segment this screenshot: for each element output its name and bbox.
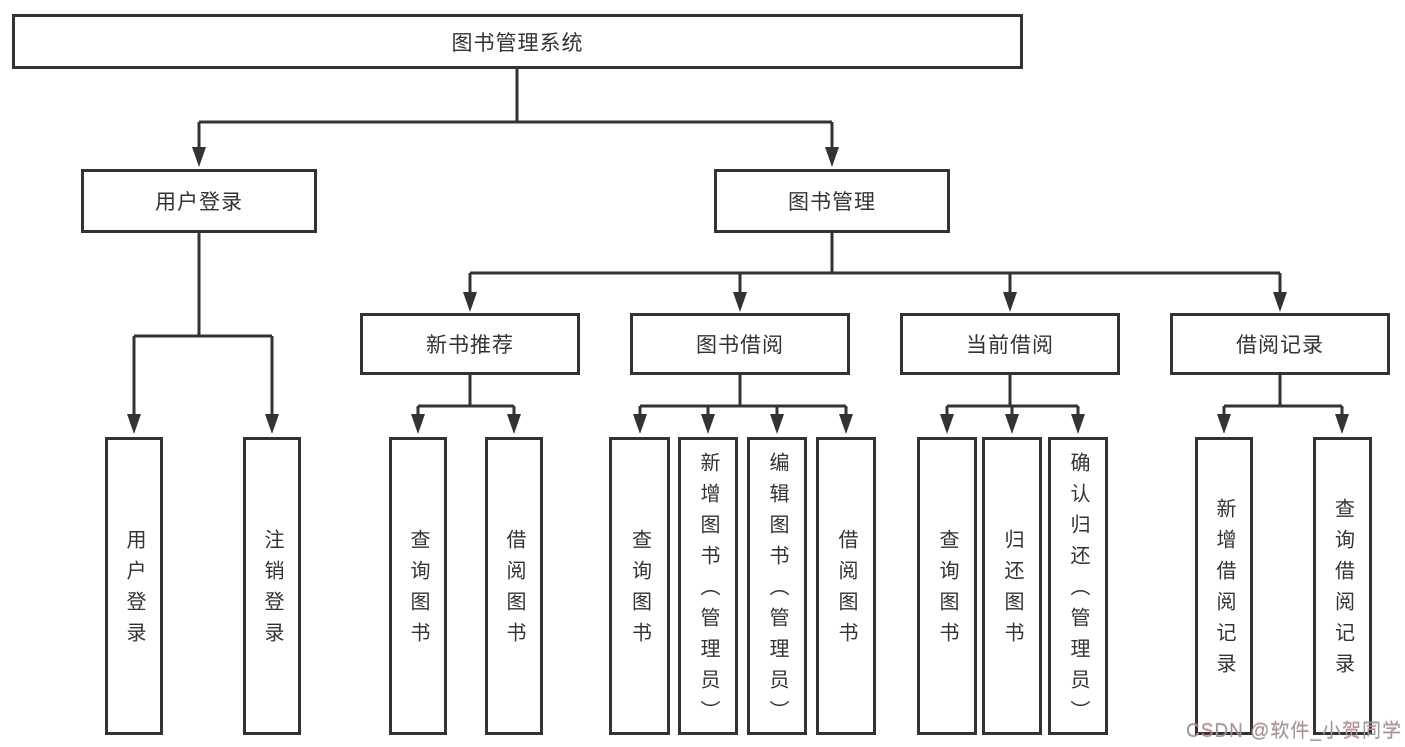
arrow-icon	[825, 147, 839, 167]
node-borrowing-records: 借阅记录	[1170, 313, 1390, 375]
node-library-management-system: 图书管理系统	[12, 14, 1023, 69]
csdn-watermark: CSDN @软件_小贺同学	[1186, 721, 1402, 742]
node-label: 图书借阅	[696, 334, 784, 357]
arrow-icon	[192, 147, 206, 167]
arrow-icon	[733, 292, 747, 312]
connector-borrowrecords-to-leaves	[1222, 375, 1344, 417]
arrow-icon	[265, 414, 279, 434]
leaf-query-books-current: 查询图书	[917, 437, 977, 735]
leaf-logout: 注销登录	[243, 437, 301, 735]
leaf-label: 归还图书	[1001, 529, 1023, 653]
node-label: 图书管理	[788, 191, 876, 214]
connector-bookmgmt-to-level3	[468, 233, 1282, 295]
leaf-borrow-books-recommendation: 借阅图书	[485, 437, 543, 735]
node-user-login: 用户登录	[81, 169, 317, 233]
arrow-icon	[1217, 414, 1231, 434]
node-label: 用户登录	[155, 191, 243, 214]
arrow-icon	[463, 292, 477, 312]
leaf-label: 确认归还（管理员）	[1067, 451, 1089, 731]
node-label: 新书推荐	[426, 334, 514, 357]
arrow-icon	[770, 414, 784, 434]
node-book-borrowing: 图书借阅	[630, 313, 850, 375]
connector-root-to-level2	[197, 69, 834, 150]
arrow-icon	[633, 414, 647, 434]
leaf-label: 新增图书（管理员）	[697, 451, 719, 731]
connector-userlogin-to-leaves	[132, 233, 274, 417]
leaf-label: 借阅图书	[503, 529, 525, 653]
leaf-query-books-recommendation: 查询图书	[389, 437, 447, 735]
leaf-label: 查询借阅记录	[1331, 498, 1354, 684]
arrow-icon	[1071, 414, 1085, 434]
connector-newbookrec-to-leaves	[416, 375, 516, 417]
leaf-query-books-borrowing: 查询图书	[609, 437, 670, 735]
node-label: 图书管理系统	[451, 31, 584, 55]
node-book-management: 图书管理	[714, 169, 950, 233]
leaf-return-books: 归还图书	[982, 437, 1042, 735]
arrow-icon	[839, 414, 853, 434]
arrow-icon	[701, 414, 715, 434]
leaf-label: 查询图书	[628, 529, 651, 653]
leaf-borrow-books-borrowing: 借阅图书	[816, 437, 876, 735]
leaf-confirm-return-admin: 确认归还（管理员）	[1048, 437, 1108, 735]
arrow-icon	[940, 414, 954, 434]
node-label: 借阅记录	[1236, 334, 1324, 357]
leaf-label: 编辑图书（管理员）	[766, 451, 788, 731]
node-label: 当前借阅	[966, 334, 1054, 357]
connector-currentborrow-to-leaves	[945, 375, 1080, 417]
arrow-icon	[1273, 292, 1287, 312]
arrow-icon	[1335, 414, 1349, 434]
arrow-icon	[507, 414, 521, 434]
arrow-icon	[1003, 292, 1017, 312]
leaf-query-borrow-record: 查询借阅记录	[1313, 437, 1372, 735]
leaf-user-login: 用户登录	[105, 437, 163, 735]
arrow-icon	[127, 414, 141, 434]
leaf-add-books-admin: 新增图书（管理员）	[678, 437, 738, 735]
arrow-icon	[411, 414, 425, 434]
node-new-book-recommendation: 新书推荐	[360, 313, 580, 375]
leaf-edit-books-admin: 编辑图书（管理员）	[747, 437, 807, 735]
leaf-label: 查询图书	[936, 529, 958, 653]
leaf-label: 用户登录	[123, 529, 145, 653]
node-current-borrowing: 当前借阅	[900, 313, 1120, 375]
connector-bookborrow-to-leaves	[638, 375, 848, 417]
leaf-label: 借阅图书	[835, 529, 857, 653]
arrow-icon	[1005, 414, 1019, 434]
leaf-add-borrow-record: 新增借阅记录	[1195, 437, 1253, 735]
leaf-label: 注销登录	[261, 529, 283, 653]
leaf-label: 查询图书	[407, 529, 429, 653]
leaf-label: 新增借阅记录	[1213, 498, 1235, 684]
